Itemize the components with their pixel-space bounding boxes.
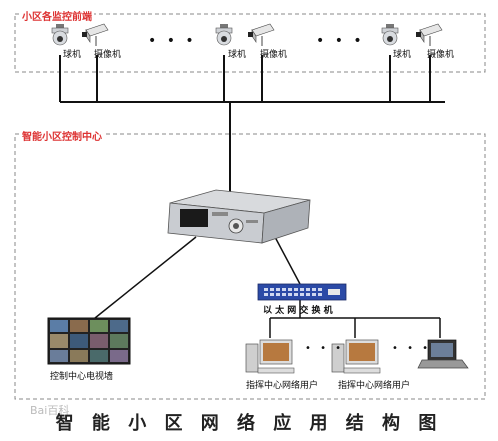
control-center-zone <box>14 133 486 400</box>
network-switch-icon <box>257 283 347 301</box>
dome-camera-icon <box>381 24 399 46</box>
dvr-icon <box>167 189 311 244</box>
camera-bus-wiring <box>59 55 445 193</box>
switch-label: 以 太 网 交 换 机 <box>263 306 333 316</box>
desktop-pc-icon <box>331 339 381 374</box>
desktop-pc-icon <box>245 339 295 374</box>
box-camera-icon <box>416 23 443 46</box>
front-end-zone-title: 小区各监控前端 <box>20 8 94 23</box>
front-end-zone <box>14 13 486 73</box>
box-camera-icon <box>248 23 275 46</box>
network-user-label: 指挥中心网络用户 <box>246 381 319 391</box>
camera-ellipsis: • • • <box>316 33 365 49</box>
control-center-zone-title: 智能小区控制中心 <box>20 128 104 143</box>
tv-wall-icon <box>47 317 131 365</box>
watermark: Bai百科 <box>30 404 70 417</box>
user-ellipsis: • • • <box>305 343 345 354</box>
box-camera-label: 摄像机 <box>427 50 455 60</box>
dome-camera-label: 球机 <box>228 50 247 60</box>
dome-camera-label: 球机 <box>393 50 412 60</box>
tv-wall-label: 控制中心电视墙 <box>50 372 114 382</box>
box-camera-label: 摄像机 <box>94 50 122 60</box>
camera-ellipsis: • • • <box>148 33 197 49</box>
laptop-icon <box>417 339 469 369</box>
dome-camera-label: 球机 <box>63 50 82 60</box>
box-camera-icon <box>82 23 109 46</box>
box-camera-label: 摄像机 <box>260 50 288 60</box>
control-wiring <box>94 236 441 338</box>
dome-camera-icon <box>215 24 233 46</box>
user-ellipsis: • • • <box>392 343 432 354</box>
dome-camera-icon <box>51 24 69 46</box>
diagram-title: 智 能 小 区 网 络 应 用 结 构 图 <box>55 413 443 434</box>
network-user-label: 指挥中心网络用户 <box>338 381 411 391</box>
